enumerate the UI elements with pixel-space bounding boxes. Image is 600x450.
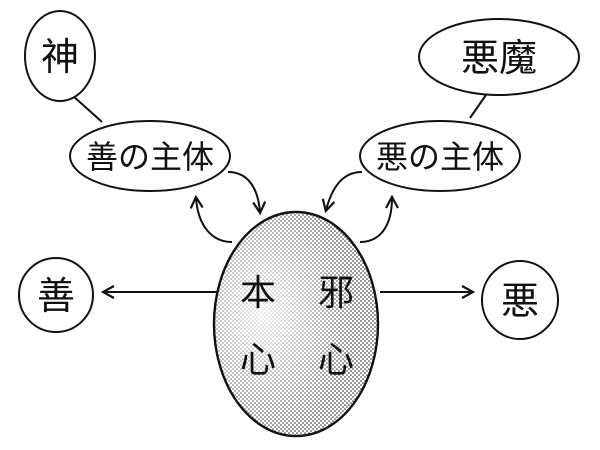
center-right-bottom-char: 心 (318, 340, 354, 381)
good-agent-to-center-arrow (227, 171, 260, 212)
god-to-good-agent-line (71, 94, 103, 123)
evil-label: 悪 (501, 279, 539, 323)
evil-agent-label: 悪の主体 (376, 138, 504, 176)
good-node: 善 (18, 257, 94, 333)
devil-node: 悪魔 (418, 18, 580, 96)
evil-node: 悪 (481, 260, 559, 340)
good-agent-node: 善の主体 (69, 120, 231, 192)
center-right-top-char: 邪 (318, 273, 354, 314)
god-label: 神 (41, 35, 79, 79)
center-left-bottom-char: 心 (240, 340, 276, 381)
good-agent-label: 善の主体 (86, 138, 214, 176)
god-node: 神 (24, 10, 96, 102)
evil-agent-to-center-arrow (326, 171, 363, 210)
center-to-good-agent-arrow (196, 198, 233, 243)
evil-agent-node: 悪の主体 (359, 120, 521, 192)
heart-ellipse (212, 210, 380, 438)
devil-to-evil-agent-line (469, 91, 489, 119)
center-to-evil-agent-arrow (359, 198, 392, 243)
devil-label: 悪魔 (461, 36, 537, 80)
good-label: 善 (37, 274, 75, 318)
center-left-top-char: 本 (240, 273, 276, 314)
